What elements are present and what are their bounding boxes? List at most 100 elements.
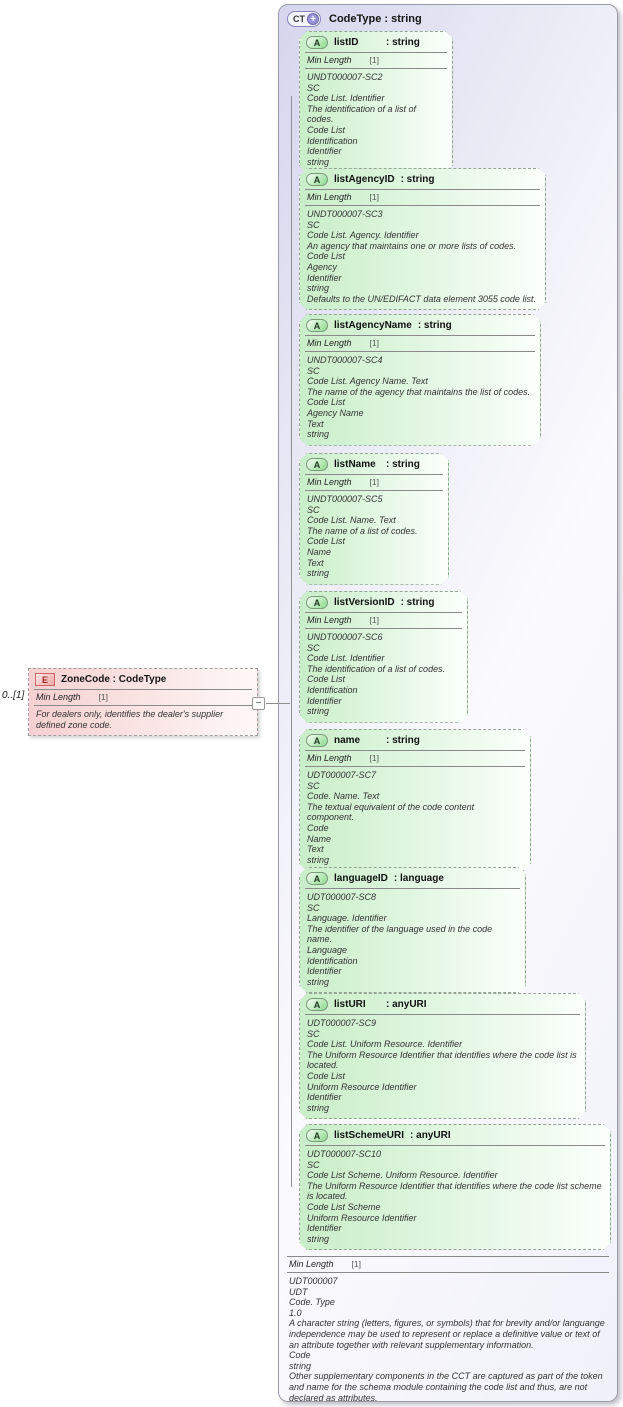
annotation-line: Name — [307, 546, 332, 557]
divider — [305, 189, 540, 190]
element-box-zonecode[interactable]: E ZoneCode : CodeType Min Length [1] For… — [28, 668, 258, 737]
annotation-line: Code List — [307, 536, 346, 547]
annotation-line: UDT000007-SC8 — [307, 892, 377, 902]
attribute-type: : string — [400, 174, 435, 185]
annotation-line: Text — [307, 557, 324, 568]
facet-value: [1] — [369, 477, 379, 487]
annotation-line: Code List — [307, 1070, 346, 1081]
annotation-line: SC — [307, 642, 320, 653]
attribute-type: : anyURI — [410, 1130, 451, 1141]
annotation-line: string — [307, 568, 330, 579]
complextype-box-codetype[interactable]: CT + CodeType : string A listID : string… — [278, 4, 618, 1403]
attribute-icon: A — [306, 998, 328, 1011]
annotation-line: UDT000007-SC7 — [307, 770, 377, 780]
attribute-header: A listSchemeURI : anyURI — [300, 1125, 610, 1145]
annotation-line: Defaults to the UN/EDIFACT data element … — [307, 293, 536, 304]
facet-name: Min Length — [307, 192, 352, 202]
divider — [305, 1014, 580, 1015]
attribute-name: listSchemeURI — [334, 1130, 405, 1141]
annotation-line: Text — [307, 844, 324, 855]
attribute-type: : language — [393, 873, 444, 884]
facet-value: [1] — [369, 338, 379, 348]
annotation-line: string — [307, 1102, 330, 1113]
annotation-line: UDT000007-SC10 — [307, 1149, 382, 1159]
facet-value: [1] — [351, 1259, 361, 1269]
attribute-header: A listAgencyID : string — [300, 169, 545, 189]
annotation-line: Code List. Agency. Identifier — [307, 230, 419, 241]
attribute-box-name[interactable]: A name : string Min Length [1] UDT000007… — [299, 729, 531, 871]
annotation-line: 1.0 — [289, 1307, 302, 1318]
attribute-type: : anyURI — [386, 999, 427, 1010]
facet-row: Min Length [1] — [305, 613, 462, 629]
annotation-line: The name of a list of codes. — [307, 525, 418, 536]
facet-value: [1] — [369, 192, 379, 202]
facet-name: Min Length — [307, 753, 352, 763]
annotation-line: Code. Type — [289, 1297, 335, 1308]
annotation-line: string — [307, 854, 330, 865]
annotation-line: Identification — [307, 955, 358, 966]
annotation-line: UNDT000007-SC4 — [307, 355, 383, 365]
collapse-handle[interactable]: − — [252, 697, 265, 710]
facet-row: Min Length [1] — [305, 53, 447, 69]
facet-row: Min Length [1] — [305, 336, 535, 352]
annotation-line: Code List — [307, 397, 346, 408]
complextype-icon: CT + — [287, 11, 321, 27]
facet-value: [1] — [369, 615, 379, 625]
annotation-line: string — [307, 429, 330, 440]
annotation-line: Code List. Identifier — [307, 653, 385, 664]
attribute-header: A listVersionID : string — [300, 592, 467, 612]
annotation-line: Agency Name — [307, 407, 364, 418]
annotation-line: Identifier — [307, 966, 342, 977]
annotation-line: UDT — [289, 1286, 308, 1297]
annotation-line: The textual equivalent of the code conte… — [307, 801, 475, 823]
attribute-header: A listName : string — [300, 454, 448, 474]
annotation-line: SC — [307, 365, 320, 376]
attribute-header: A languageID : language — [300, 868, 525, 888]
attribute-box-listid[interactable]: A listID : string Min Length [1] UNDT000… — [299, 31, 453, 173]
annotation-line: Code — [289, 1350, 311, 1361]
facet-name: Min Length — [307, 477, 352, 487]
annotation-line: Code List — [307, 674, 346, 685]
annotation-line: Identification — [307, 135, 358, 146]
annotation-line: Uniform Resource Identifier — [307, 1081, 417, 1092]
annotation-line: An agency that maintains one or more lis… — [307, 240, 517, 251]
annotation-line: Identifier — [307, 146, 342, 157]
attribute-type: : string — [386, 735, 420, 746]
facet-name: Min Length — [36, 692, 81, 702]
annotation-line: SC — [307, 219, 320, 230]
attribute-box-listname[interactable]: A listName : string Min Length [1] UNDT0… — [299, 453, 449, 585]
annotation-line: The identification of a list of codes. — [307, 663, 446, 674]
facet-value: [1] — [98, 692, 108, 702]
divider — [305, 612, 462, 613]
facet-name: Min Length — [307, 615, 352, 625]
annotation-line: Code List — [307, 251, 346, 262]
attribute-box-listversionid[interactable]: A listVersionID : string Min Length [1] … — [299, 591, 468, 723]
annotation-line: Code List. Agency Name. Text — [307, 376, 428, 387]
annotation-line: Code List Scheme. Uniform Resource. Iden… — [307, 1170, 498, 1181]
facet-name: Min Length — [307, 55, 352, 65]
annotation-line: A character string (letters, figures, or… — [289, 1318, 605, 1350]
divider — [305, 52, 447, 53]
annotation-line: Code. Name. Text — [307, 791, 380, 802]
annotation-line: Language — [307, 944, 348, 955]
annotation-line: Identifier — [307, 1223, 342, 1234]
facet-name: Min Length — [307, 338, 352, 348]
attribute-box-listagencyname[interactable]: A listAgencyName : string Min Length [1]… — [299, 314, 541, 446]
annotation-line: The name of the agency that maintains th… — [307, 386, 531, 397]
facet-row: Min Length [1] — [305, 751, 525, 767]
attribute-header: A listURI : anyURI — [300, 994, 585, 1014]
annotation-line: SC — [307, 780, 320, 791]
attribute-box-listagencyid[interactable]: A listAgencyID : string Min Length [1] U… — [299, 168, 546, 310]
annotation-line: string — [307, 976, 330, 987]
annotation-line: Text — [307, 418, 324, 429]
complextype-title: CodeType : string — [329, 13, 422, 25]
